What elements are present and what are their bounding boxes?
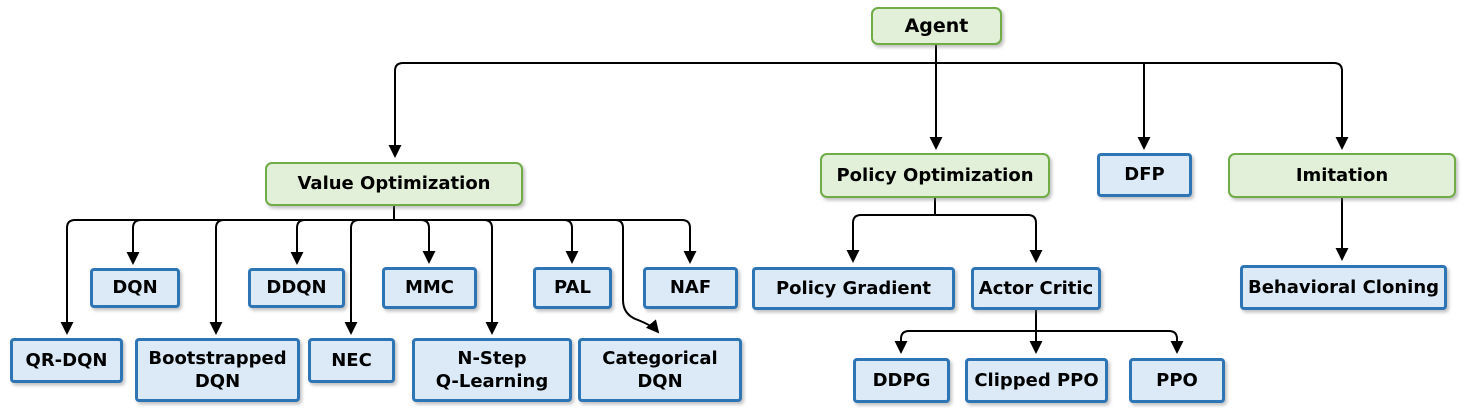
node-bootstrapped-dqn: Bootstrapped DQN [135,338,300,402]
node-nstep-q-learning: N-Step Q-Learning [412,338,572,402]
edge-vo-mmc [420,219,436,264]
edge-po-policy-gradient [846,214,935,263]
node-clipped-ppo: Clipped PPO [965,358,1108,403]
node-ddqn: DDQN [248,268,345,308]
node-nec: NEC [308,338,395,383]
node-dqn: DQN [90,268,180,308]
edge-agent-value-optimization [388,62,936,158]
edge-vo-ddqn [290,219,306,265]
edge-vo-nstep-q-learning [483,219,499,335]
edge-po-actor-critic [935,214,1043,263]
node-ppo: PPO [1129,358,1225,403]
edge-vo-dqn [126,219,142,265]
edge-vo-qr-dqn [60,219,394,335]
node-imitation: Imitation [1228,153,1456,198]
node-categorical-dqn: Categorical DQN [578,338,742,402]
edge-vo-pal [563,219,579,264]
edge-ac-ppo [1036,330,1184,354]
node-value-optimization: Value Optimization [265,162,523,206]
node-dfp: DFP [1097,153,1192,197]
node-pal: PAL [533,267,612,309]
edge-agent-imitation [936,62,1349,150]
edge-vo-categorical-dqn [614,219,660,334]
node-actor-critic: Actor Critic [971,267,1101,310]
node-naf: NAF [643,267,738,309]
node-policy-gradient: Policy Gradient [752,267,955,310]
edge-vo-naf [394,219,697,264]
node-policy-optimization: Policy Optimization [820,153,1050,198]
node-behavioral-cloning: Behavioral Cloning [1240,265,1447,310]
edge-vo-bootstrapped-dqn [209,219,225,335]
edge-ac-ddpg [894,330,1036,354]
node-mmc: MMC [382,267,477,309]
node-ddpg: DDPG [853,358,950,403]
node-agent: Agent [871,7,1002,45]
edge-vo-nec [344,219,360,335]
node-qr-dqn: QR-DQN [10,338,123,383]
